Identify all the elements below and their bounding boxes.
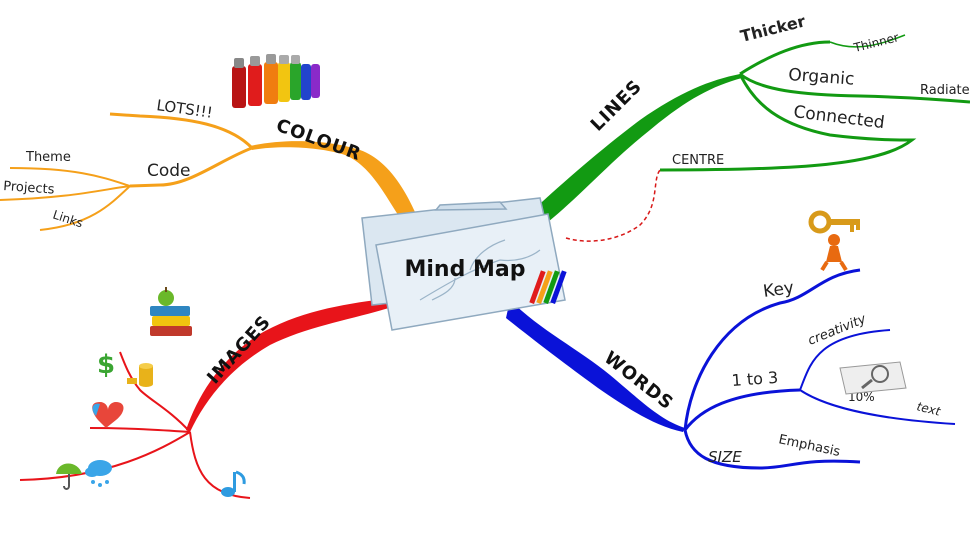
central-title: Mind Map (405, 257, 526, 282)
words-size-line (683, 429, 861, 470)
central-folder-tab (434, 201, 508, 211)
images-line-4 (189, 431, 251, 499)
words-branch (506, 268, 956, 470)
colour-links-line (39, 185, 131, 231)
colour-main-stroke (250, 141, 415, 218)
colour-code-line (129, 146, 253, 188)
lines-centre-dashed (565, 169, 661, 242)
words-1to3-line (683, 388, 801, 431)
words-1to3-label: 1 to 3 (731, 368, 779, 390)
lines-thicker-line (739, 40, 831, 76)
colour-code-label: Code (147, 161, 191, 181)
central-image: Mind Map (361, 197, 567, 331)
umbrella-cloud-icon (56, 460, 112, 490)
books-apple-icon (150, 287, 192, 336)
magnifier-map-icon (839, 361, 907, 395)
central-doodle (419, 239, 541, 301)
lines-organic-line (739, 72, 970, 104)
lines-centre-label: CENTRE (672, 153, 724, 168)
colour-projects-line (0, 185, 131, 201)
heart-icon (92, 402, 124, 428)
images-line-3 (19, 431, 191, 481)
words-creativity-line (799, 329, 891, 391)
images-branch (19, 298, 398, 499)
words-main-stroke (506, 300, 685, 432)
lines-connected-line (659, 73, 917, 172)
colour-label: COLOUR (273, 115, 364, 165)
lines-thicker-label: Thicker (738, 11, 807, 45)
colour-lots-line (109, 112, 254, 150)
words-text-label: text (915, 399, 943, 419)
lines-main-stroke (528, 74, 742, 222)
music-note-icon (221, 470, 246, 497)
images-line-2 (89, 427, 191, 433)
colour-branch (0, 112, 415, 231)
words-key-label: Key (762, 278, 795, 302)
words-key-line (683, 268, 861, 431)
words-creativity-label: creativity (806, 312, 869, 349)
images-line-1 (119, 351, 191, 433)
dollar-coins-icon: $ (97, 350, 153, 387)
words-emphasis-label: Emphasis (777, 432, 841, 460)
lines-branch (528, 34, 970, 242)
svg-text:$: $ (97, 350, 115, 380)
colour-theme-line (9, 167, 131, 187)
lines-thinner-line (829, 34, 906, 48)
lines-radiate-label: Radiate (920, 83, 970, 98)
lines-thinner-label: Thinner (851, 30, 900, 55)
images-label: IMAGES (203, 311, 275, 388)
colour-projects-label: Projects (3, 179, 55, 198)
words-text-line (799, 389, 956, 425)
key-figure-icon (808, 210, 860, 272)
colour-theme-label: Theme (25, 150, 71, 165)
pens-icon (529, 270, 567, 305)
images-main-stroke (186, 298, 398, 432)
spray-cans-icon (232, 54, 320, 108)
lines-organic-label: Organic (788, 65, 855, 90)
words-size-label: SIZE (708, 448, 742, 466)
